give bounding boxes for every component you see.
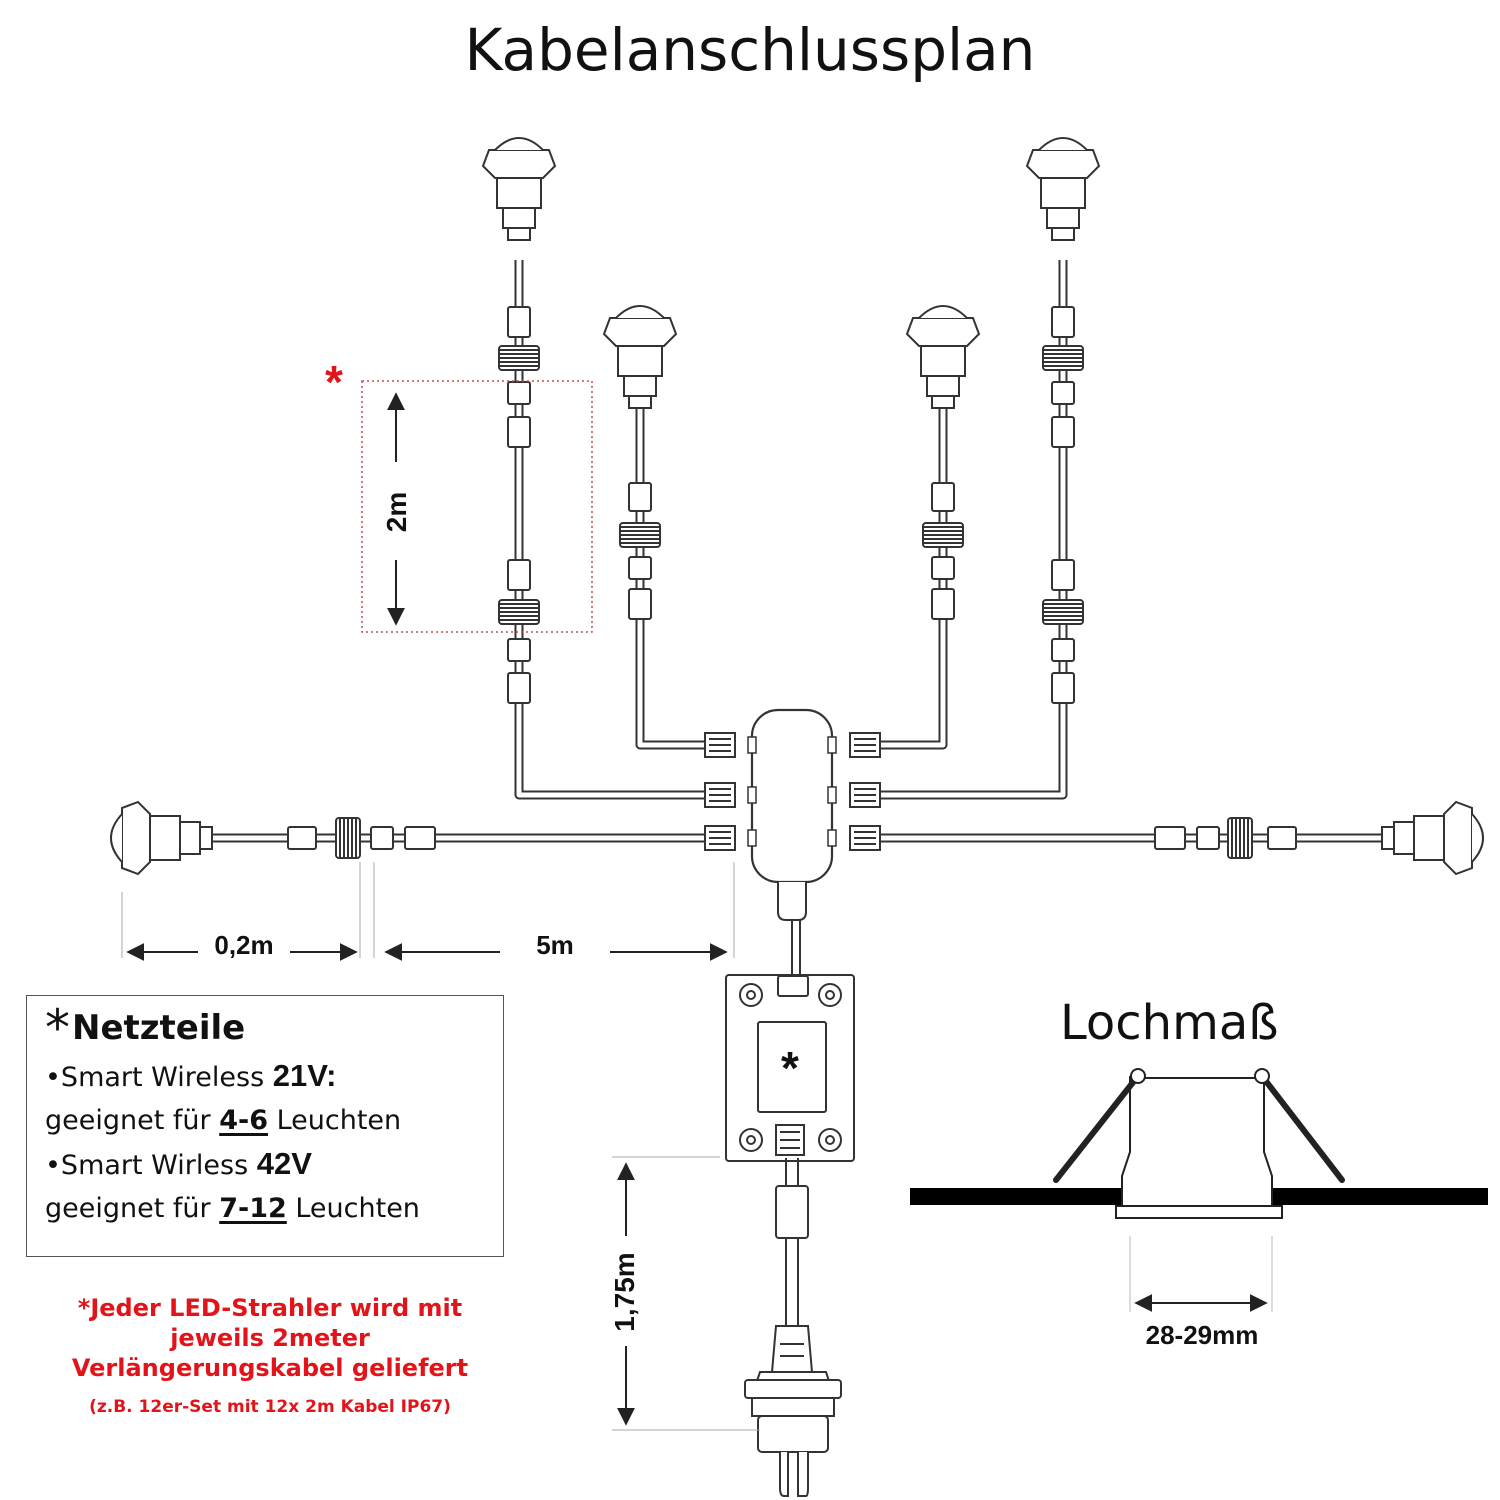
note-line-4: (z.B. 12er-Set mit 12x 2m Kabel IP67) — [89, 1397, 451, 1417]
connector-sleeve — [507, 416, 531, 448]
connector-sleeve — [1196, 826, 1220, 850]
distributor-port — [704, 782, 736, 808]
horizontal-dimensions — [121, 862, 735, 961]
extension-length-label: 2m — [381, 492, 412, 532]
info-line-21v: •Smart Wireless 21V: — [45, 1054, 503, 1099]
info-line-42v-voltage: 42V — [256, 1146, 312, 1181]
note-line-2: jeweils 2meter — [170, 1324, 370, 1352]
connector-sleeve — [1051, 638, 1075, 662]
led-spot — [905, 305, 981, 409]
info-line-42v: •Smart Wirless 42V — [45, 1142, 503, 1187]
info-heading-star: * — [45, 999, 70, 1057]
led-spot — [1381, 800, 1484, 876]
port-slot — [827, 736, 837, 754]
info-line-21v-range-prefix: geeignet für — [45, 1105, 220, 1136]
connector-sleeve — [931, 588, 955, 620]
info-line-21v-prefix: •Smart Wireless — [45, 1062, 273, 1093]
distributor-box — [704, 708, 881, 921]
connector-sleeve — [404, 826, 436, 850]
led-spot — [110, 800, 213, 876]
connector-sleeve — [1051, 381, 1075, 405]
port-slot — [747, 736, 757, 754]
port-slot — [827, 786, 837, 804]
info-line-42v-range-prefix: geeignet für — [45, 1193, 220, 1224]
info-line-42v-prefix: •Smart Wirless — [45, 1150, 257, 1181]
page-title: Kabelanschlussplan — [464, 16, 1036, 84]
distributor-port — [704, 825, 736, 851]
connector-sleeve — [1051, 416, 1075, 448]
info-line-21v-range: geeignet für 4-6 Leuchten — [45, 1099, 503, 1142]
connector-sleeve — [287, 826, 317, 850]
connector-nut — [335, 817, 361, 859]
led-spot — [602, 305, 678, 409]
port-slot — [827, 829, 837, 847]
connector-nut — [498, 345, 540, 371]
info-heading: *Netzteile — [45, 1003, 503, 1053]
connector-sleeve — [507, 381, 531, 405]
connector-nut — [1042, 345, 1084, 371]
connector-nut — [922, 522, 964, 548]
info-line-21v-range-suffix: Leuchten — [267, 1105, 402, 1136]
distributor-port — [704, 732, 736, 758]
connector-sleeve — [1051, 672, 1075, 704]
led-spots — [110, 137, 1484, 876]
extension-marker: * — [325, 356, 343, 408]
connector-nut — [1042, 599, 1084, 625]
hole-diameter-label: 28-29mm — [1146, 1320, 1259, 1350]
connector-nut — [498, 599, 540, 625]
connector-sleeve — [931, 556, 955, 580]
connector-nut — [1227, 817, 1253, 859]
info-line-21v-range-value: 4-6 — [219, 1105, 268, 1136]
connector-sleeve — [628, 482, 652, 512]
port-slot — [747, 829, 757, 847]
connector-sleeve — [628, 556, 652, 580]
info-line-21v-voltage: 21V: — [272, 1058, 337, 1093]
connector-nut — [619, 522, 661, 548]
info-line-42v-range-value: 7-12 — [219, 1193, 287, 1224]
power-cord-length-label: 1,75m — [609, 1252, 640, 1331]
hole-cross-section — [910, 1068, 1488, 1312]
distributor-ports — [704, 732, 881, 851]
hole-size-title: Lochmaß — [1060, 995, 1279, 1051]
connector-sleeve — [1267, 826, 1297, 850]
note-line-3: Verlängerungskabel geliefert — [71, 1354, 469, 1382]
main-cable-length-label: 5m — [536, 930, 574, 960]
distributor-port — [849, 732, 881, 758]
power-cord — [744, 1238, 842, 1497]
distributor-port — [849, 825, 881, 851]
port-slot — [747, 786, 757, 804]
connector-sleeve — [370, 826, 394, 850]
power-supply-info-box: *Netzteile •Smart Wireless 21V: geeignet… — [26, 995, 504, 1257]
led-spot — [1025, 137, 1101, 241]
extension-highlight — [361, 380, 593, 633]
connector-sleeve — [931, 482, 955, 512]
connector-sleeve — [628, 588, 652, 620]
power-cord-dimension — [612, 1156, 760, 1431]
distributor-port — [849, 782, 881, 808]
connector-sleeve — [507, 672, 531, 704]
connector-sleeve — [507, 559, 531, 591]
info-heading-text: Netzteile — [72, 1008, 246, 1048]
power-supply — [725, 920, 855, 1239]
lead-length-label: 0,2m — [214, 930, 273, 960]
led-spot — [481, 137, 557, 241]
extension-cable-note: *Jeder LED-Strahler wird mit jeweils 2me… — [0, 1293, 540, 1419]
connector-sleeve — [1051, 306, 1075, 338]
info-line-42v-range: geeignet für 7-12 Leuchten — [45, 1187, 503, 1230]
connector-sleeve — [1051, 559, 1075, 591]
connector-sleeve — [1154, 826, 1186, 850]
info-line-42v-range-suffix: Leuchten — [286, 1193, 420, 1224]
connector-sleeve — [507, 306, 531, 338]
note-line-1: *Jeder LED-Strahler wird mit — [77, 1294, 463, 1322]
connector-sleeve — [507, 638, 531, 662]
power-supply-marker: * — [781, 1042, 799, 1094]
